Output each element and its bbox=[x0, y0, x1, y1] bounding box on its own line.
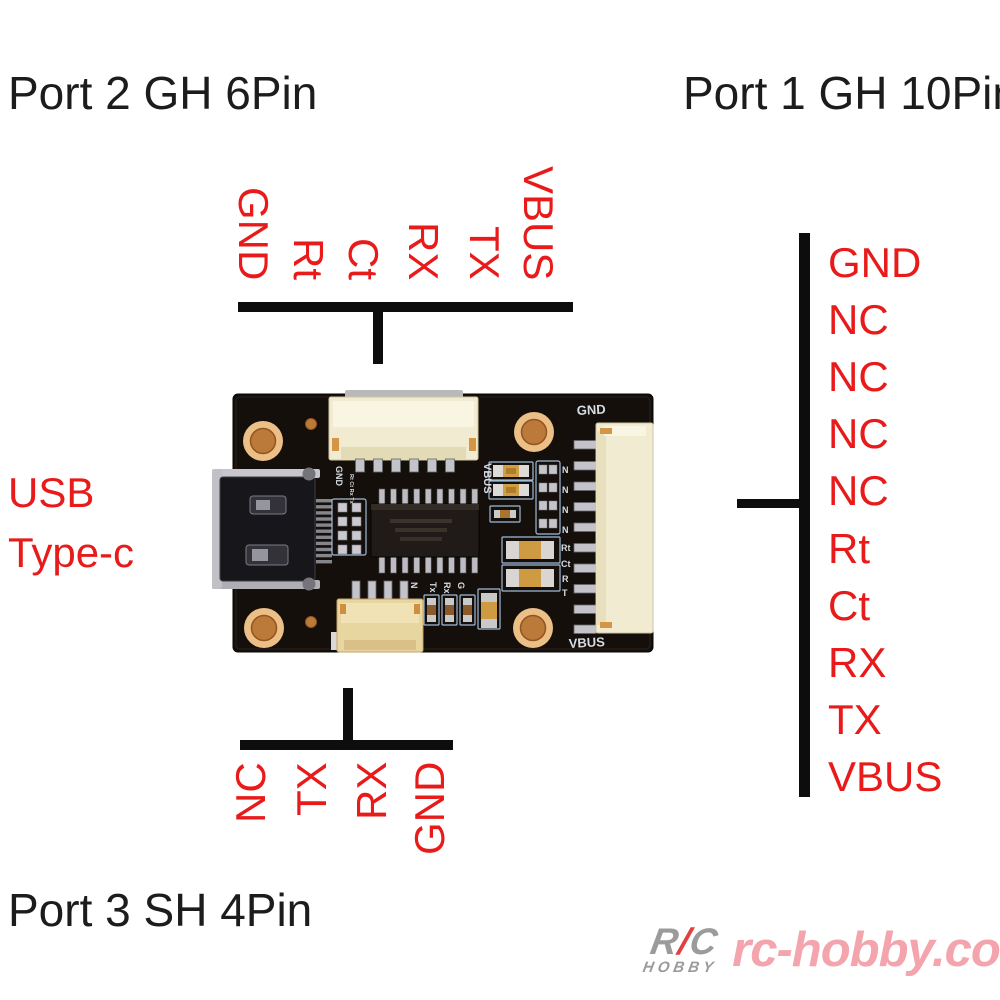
usb-label-line1: USB bbox=[8, 469, 95, 516]
rc-hobby-logo-text: HOBBY bbox=[641, 959, 719, 976]
silkscreen-usb-gnd: GND bbox=[334, 466, 344, 487]
right-pin-label: RX bbox=[828, 638, 887, 686]
port2-title: Port 2 GH 6Pin bbox=[8, 67, 318, 119]
svg-text:Rx: Rx bbox=[442, 582, 452, 594]
pcb-board-image: GND VBUS N N N N Rt Ct R T VBUS GND Rt C… bbox=[212, 390, 654, 653]
fiducial-dot bbox=[305, 616, 317, 628]
right-pin-labels: GND NC NC NC NC Rt Ct RX TX VBUS bbox=[828, 234, 942, 806]
right-pin-label: NC bbox=[828, 410, 889, 458]
silkscreen-vbus-vertical: VBUS bbox=[481, 463, 493, 494]
top-pin-label: Rt bbox=[285, 238, 332, 280]
silkscreen-port3-pin-letters: N Tx Rx G bbox=[409, 582, 466, 594]
svg-text:Tx: Tx bbox=[428, 582, 438, 593]
right-pin-label: GND bbox=[828, 238, 922, 286]
gh6-connector bbox=[328, 390, 479, 473]
top-pin-label: RX bbox=[400, 221, 447, 280]
sh4-connector bbox=[331, 580, 424, 653]
svg-text:N: N bbox=[562, 465, 569, 475]
top-pin-label: GND bbox=[230, 186, 277, 280]
right-pin-label: NC bbox=[828, 467, 889, 515]
bottom-bracket-line bbox=[240, 740, 453, 750]
top-pin-label: VBUS bbox=[515, 165, 562, 280]
right-pin-label: NC bbox=[828, 352, 889, 400]
bottom-pin-label: RX bbox=[348, 762, 395, 821]
mount-hole bbox=[243, 412, 554, 648]
svg-text:N: N bbox=[409, 582, 419, 589]
svg-text:N: N bbox=[562, 505, 569, 515]
rc-hobby-logo-rc: R/C bbox=[647, 921, 722, 962]
silkscreen-gnd-label: GND bbox=[576, 402, 606, 418]
right-pin-label: Ct bbox=[828, 581, 870, 629]
top-bracket-line bbox=[238, 302, 573, 312]
svg-text:G: G bbox=[456, 582, 466, 589]
top-pin-label: Ct bbox=[340, 238, 387, 280]
rc-hobby-logo: R/C HOBBY bbox=[641, 921, 724, 976]
usb-smt-pins bbox=[316, 499, 332, 564]
right-pin-label: Rt bbox=[828, 524, 870, 572]
usb-test-pads bbox=[331, 498, 367, 556]
bottom-smd-components bbox=[423, 588, 501, 630]
usb-type-c-label: USB Type-c bbox=[8, 463, 134, 583]
right-pin-label: TX bbox=[828, 696, 882, 744]
top-bracket-stub bbox=[373, 312, 383, 364]
bottom-bracket-stub bbox=[343, 688, 353, 740]
bottom-pin-label: TX bbox=[288, 762, 335, 816]
smd-components bbox=[488, 460, 561, 592]
port3-title: Port 3 SH 4Pin bbox=[8, 884, 313, 936]
svg-text:Rt: Rt bbox=[561, 543, 571, 553]
right-bracket-line bbox=[799, 233, 810, 797]
right-bracket-stub bbox=[737, 499, 799, 508]
svg-text:T: T bbox=[562, 588, 568, 598]
gh10-connector bbox=[573, 422, 654, 634]
bottom-pin-label: GND bbox=[406, 762, 453, 856]
right-pin-label: VBUS bbox=[828, 753, 943, 801]
bottom-pin-label: NC bbox=[227, 762, 274, 823]
usb-c-connector bbox=[212, 467, 332, 591]
silkscreen-usb-pad-labels: Rt Ct Rx Tx bbox=[348, 474, 354, 505]
watermark-site-url: rc-hobby.com.ua bbox=[732, 923, 1000, 977]
top-pin-label: TX bbox=[461, 226, 508, 280]
fiducial-dot bbox=[305, 418, 317, 430]
svg-text:N: N bbox=[562, 485, 569, 495]
port1-title: Port 1 GH 10Pin bbox=[683, 67, 1000, 119]
svg-text:R: R bbox=[562, 574, 569, 584]
svg-text:N: N bbox=[562, 525, 569, 535]
watermark: R/C HOBBY rc-hobby.com.ua bbox=[641, 921, 1000, 978]
silkscreen-vbus-label: VBUS bbox=[568, 634, 605, 651]
svg-text:Ct: Ct bbox=[561, 559, 571, 569]
silkscreen-port1-pin-letters: N N N N Rt Ct R T bbox=[561, 465, 571, 598]
usb-label-line2: Type-c bbox=[8, 529, 135, 576]
main-ic-chip bbox=[370, 488, 480, 574]
right-pin-label: NC bbox=[828, 295, 889, 343]
